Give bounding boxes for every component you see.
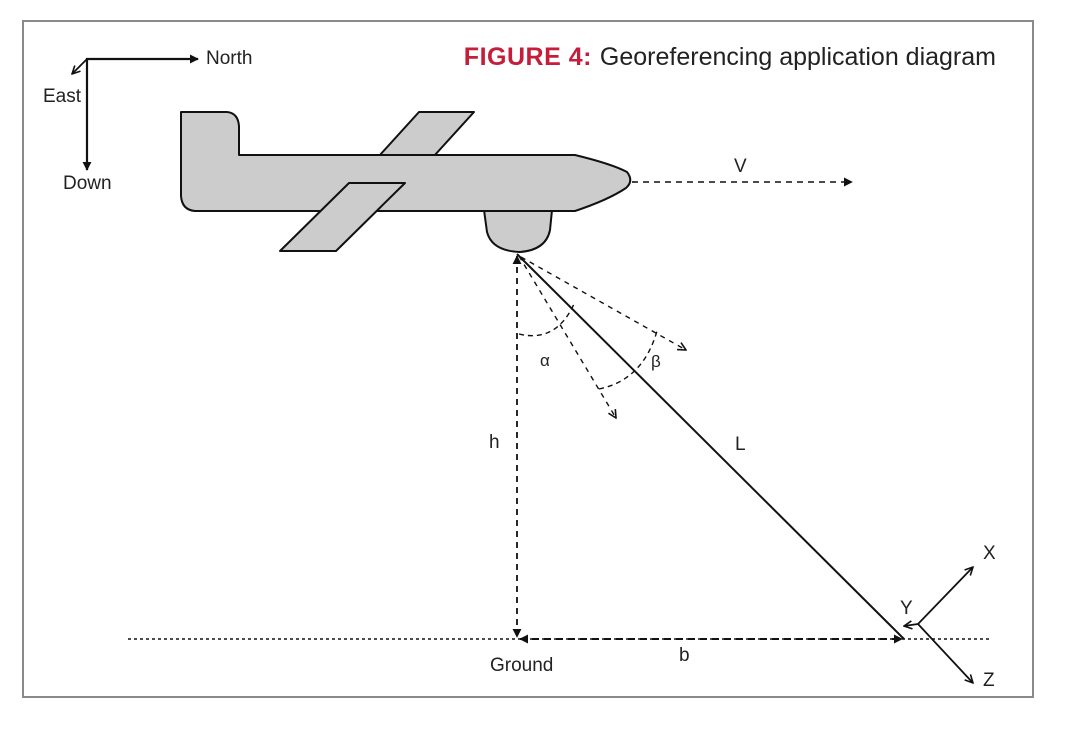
view-ray-alpha (518, 255, 616, 418)
rear-wing (378, 111, 475, 157)
aircraft (180, 111, 632, 253)
x-axis (917, 567, 973, 625)
down-label: Down (63, 173, 112, 194)
y-axis-label: Y (900, 598, 913, 619)
line-of-sight-label: L (735, 434, 746, 455)
north-label: North (206, 48, 252, 69)
alpha-label: α (540, 351, 550, 370)
x-axis-label: X (983, 543, 996, 564)
height-label: h (489, 432, 500, 453)
fuselage (180, 111, 632, 212)
figure-title: FIGURE 4:Georeferencing application diag… (464, 43, 996, 72)
beta-arc (598, 330, 658, 390)
ground-label: Ground (490, 655, 553, 676)
z-axis (917, 623, 973, 683)
east-label: East (43, 86, 82, 107)
target-frame: X Y Z (900, 543, 996, 691)
compass: North East Down (43, 48, 252, 194)
z-axis-label: Z (983, 670, 995, 691)
front-wing (279, 182, 406, 252)
velocity-label: V (734, 156, 747, 177)
baseline-label: b (679, 645, 690, 666)
beta-label: β (651, 352, 661, 371)
line-of-sight (516, 253, 905, 640)
y-axis (904, 624, 919, 626)
figure-label: FIGURE 4: (463, 43, 592, 71)
figure-caption: Georeferencing application diagram (599, 43, 996, 71)
camera-pod (483, 209, 553, 253)
alpha-arc (518, 303, 575, 337)
east-axis (72, 58, 88, 74)
view-ray-beta (520, 256, 686, 350)
